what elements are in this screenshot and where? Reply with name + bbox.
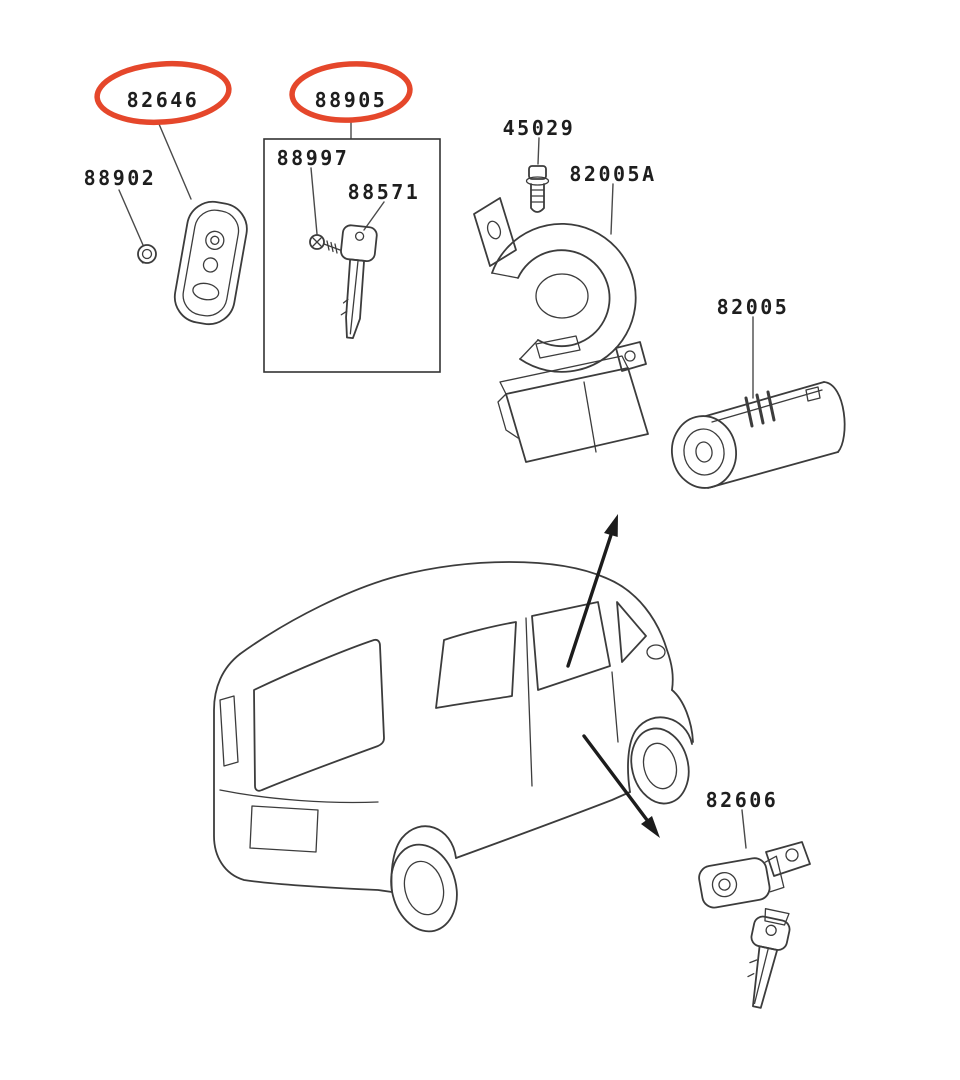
- arrow-down: [582, 734, 660, 838]
- vehicle-drawing: [213, 561, 694, 933]
- part-label-82005: 82005: [716, 295, 790, 319]
- part-label-88902: 88902: [83, 166, 157, 190]
- part-label-88997: 88997: [276, 146, 350, 170]
- kit-box-88905: [263, 138, 441, 373]
- grommet-88902-drawing: [137, 244, 157, 264]
- part-label-82646: 82646: [126, 88, 200, 112]
- door-lock-82606-drawing: [698, 841, 811, 1009]
- arrow-up: [566, 514, 618, 668]
- leader-lines: [118, 122, 754, 849]
- key-88571-drawing: [340, 224, 378, 340]
- part-label-82606: 82606: [705, 788, 779, 812]
- part-label-82005A: 82005A: [569, 162, 657, 186]
- highlight-ellipse-82646: [94, 60, 232, 126]
- part-label-88571: 88571: [347, 180, 421, 204]
- part-label-45029: 45029: [502, 116, 576, 140]
- steering-lock-82005A-drawing: [473, 197, 649, 463]
- highlight-ellipse-88905: [289, 61, 413, 123]
- lock-cylinder-82005-drawing: [671, 381, 846, 489]
- bolt-45029-drawing: [525, 165, 550, 213]
- screw-88997-drawing: [309, 234, 341, 254]
- keyfob-82646-drawing: [173, 200, 248, 326]
- part-label-88905: 88905: [314, 88, 388, 112]
